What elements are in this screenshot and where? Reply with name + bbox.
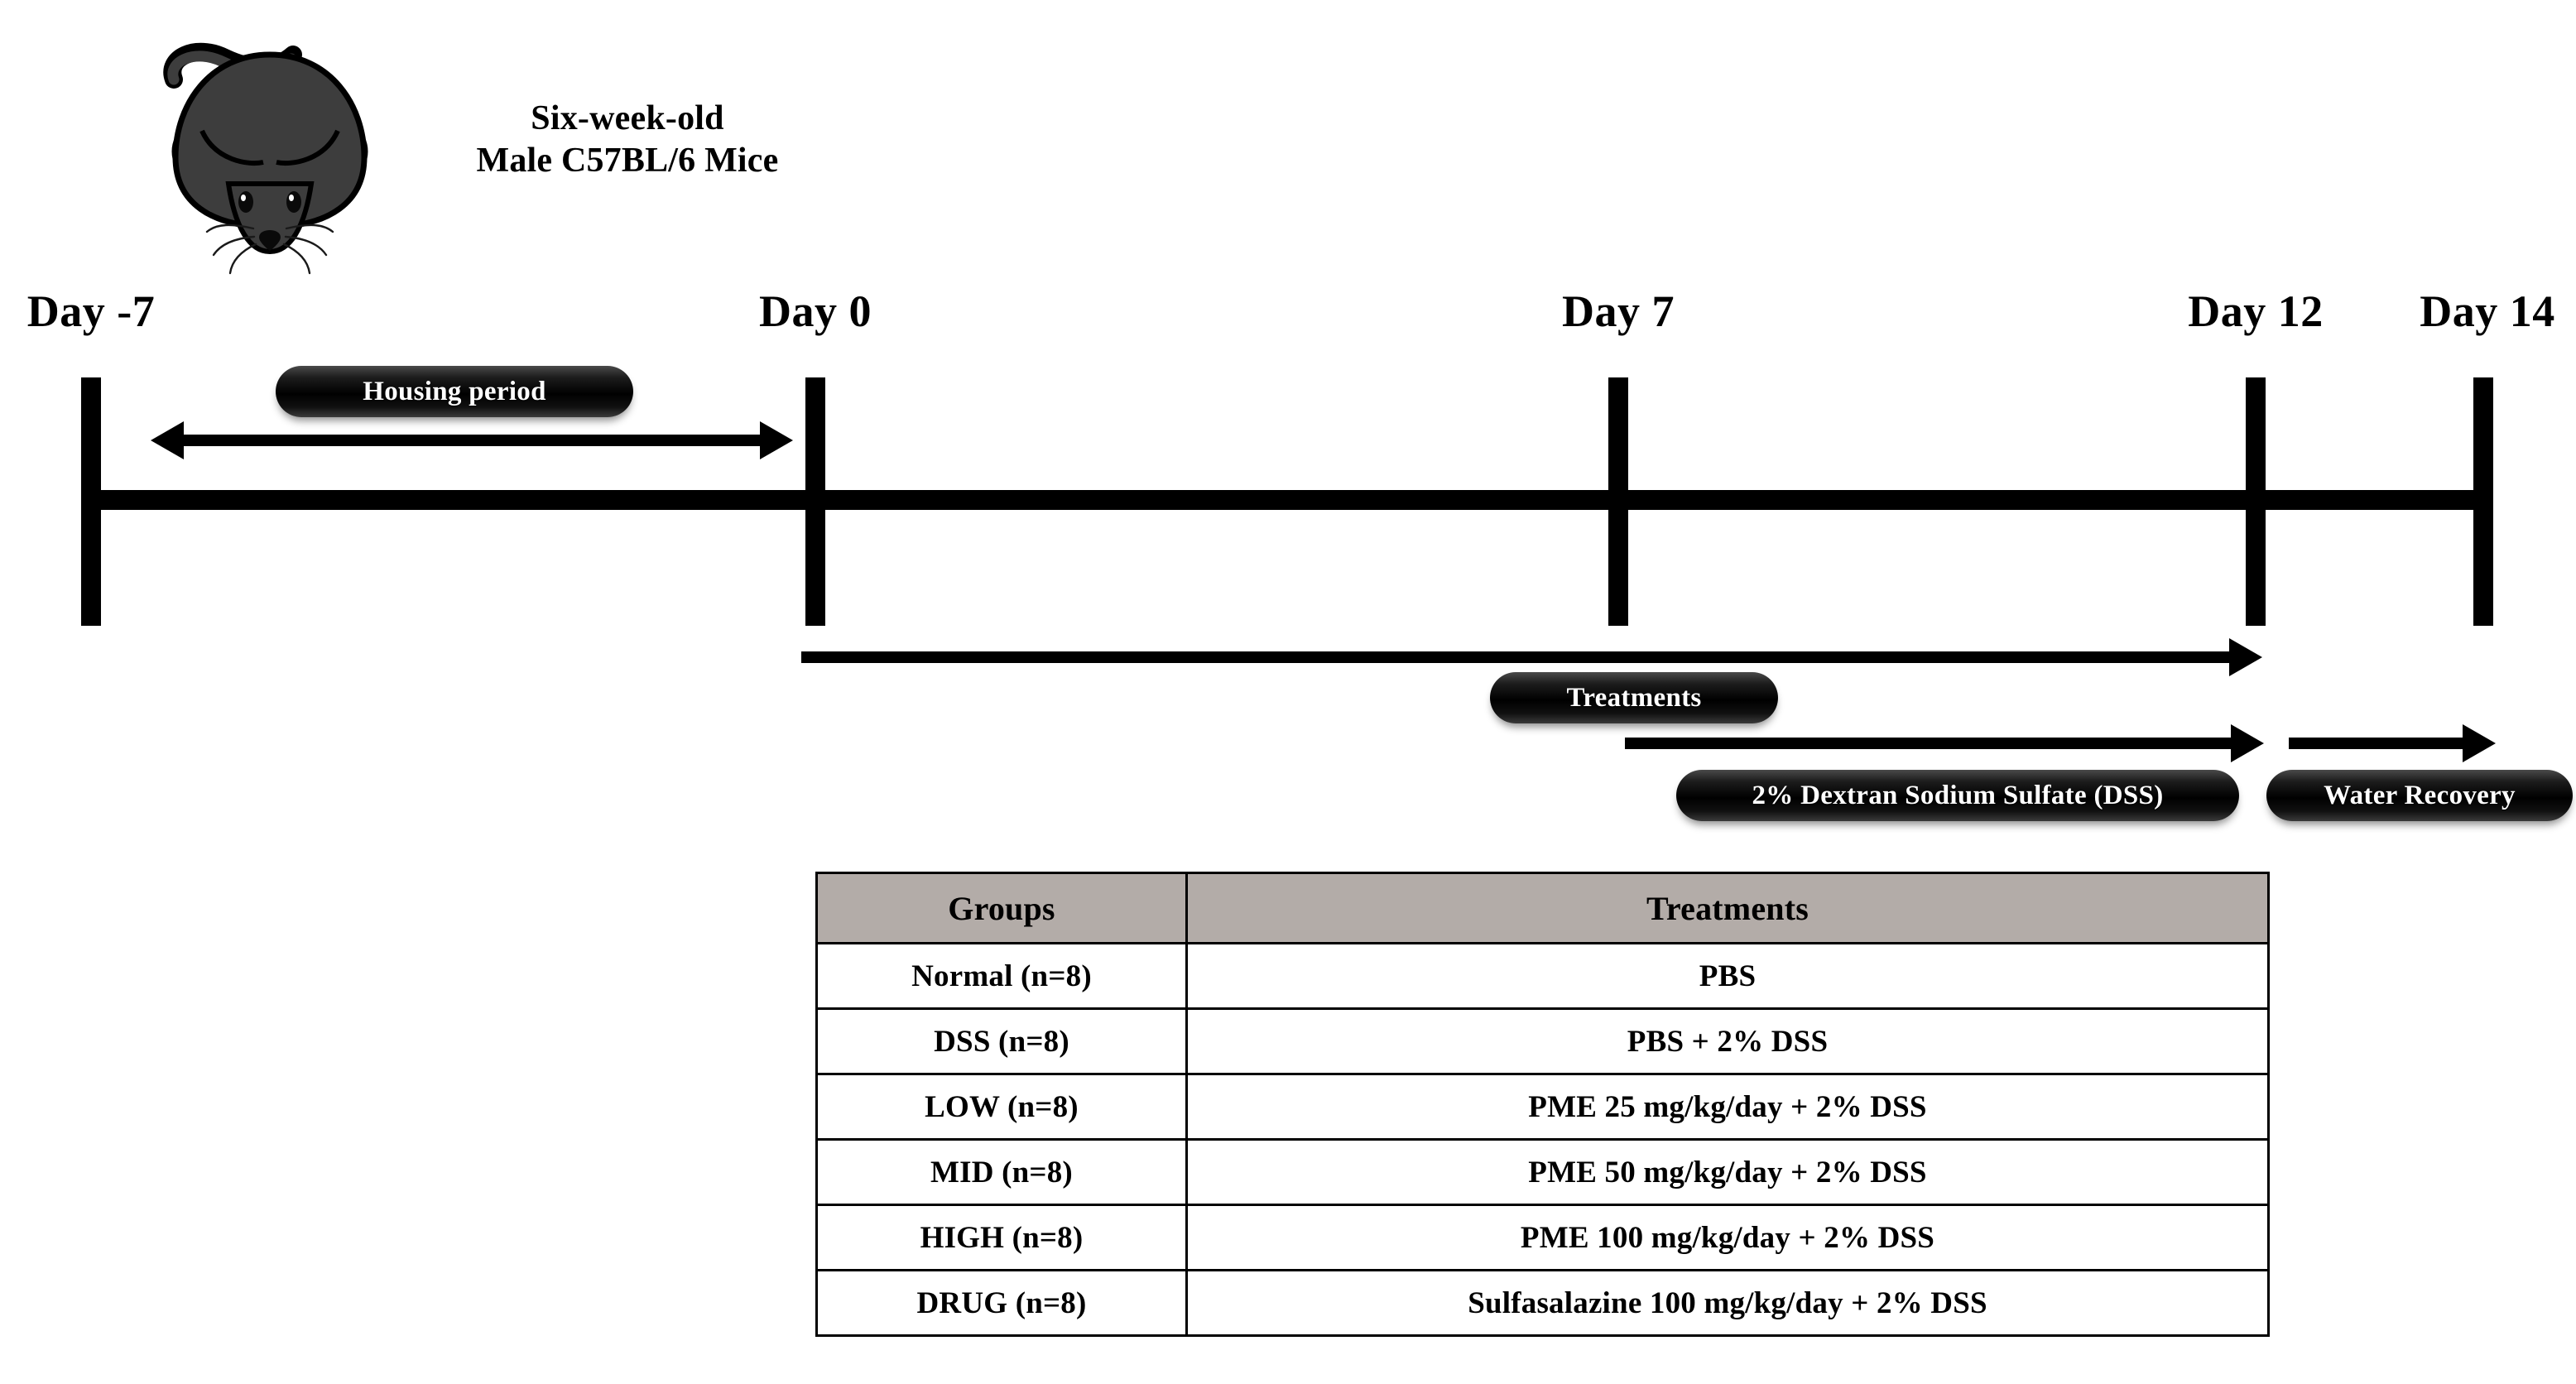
table-row: DSS (n=8) PBS + 2% DSS — [815, 1007, 2270, 1075]
treatment-cell-low: PME 25 mg/kg/day + 2% DSS — [1185, 1073, 2270, 1141]
table-row: LOW (n=8) PME 25 mg/kg/day + 2% DSS — [815, 1073, 2270, 1141]
day-label-14: Day 14 — [2420, 286, 2555, 336]
treatment-cell-mid: PME 50 mg/kg/day + 2% DSS — [1185, 1138, 2270, 1206]
table-header-row: Groups Treatments — [815, 872, 2270, 944]
animal-caption-line1: Six-week-old — [531, 99, 724, 137]
treatment-cell-drug: Sulfasalazine 100 mg/kg/day + 2% DSS — [1185, 1269, 2270, 1337]
treatment-cell-normal: PBS — [1185, 942, 2270, 1010]
phase-pill-treatments: Treatments — [1490, 672, 1778, 723]
phase-pill-water-recovery: Water Recovery — [2266, 770, 2573, 821]
treatment-cell-high: PME 100 mg/kg/day + 2% DSS — [1185, 1204, 2270, 1271]
dss-arrow-line — [1625, 738, 2232, 749]
treatments-arrowhead — [2229, 638, 2262, 676]
phase-pill-housing-period: Housing period — [276, 366, 633, 417]
animal-caption-line2: Male C57BL/6 Mice — [476, 142, 779, 180]
timeline-tick-0 — [805, 377, 825, 626]
phase-pill-treatments-label: Treatments — [1566, 682, 1702, 713]
water-recovery-arrowhead — [2463, 724, 2496, 762]
phase-pill-housing-period-label: Housing period — [363, 376, 546, 406]
housing-arrowhead-left — [151, 421, 184, 459]
table-row: HIGH (n=8) PME 100 mg/kg/day + 2% DSS — [815, 1204, 2270, 1271]
group-cell-normal: Normal (n=8) — [815, 942, 1188, 1010]
group-cell-dss: DSS (n=8) — [815, 1007, 1188, 1075]
treatments-arrow-line — [801, 651, 2231, 663]
housing-arrow-line — [180, 435, 760, 446]
table-row: Normal (n=8) PBS — [815, 942, 2270, 1010]
dss-arrowhead — [2231, 724, 2264, 762]
timeline-tick-14 — [2473, 377, 2493, 626]
group-cell-drug: DRUG (n=8) — [815, 1269, 1188, 1337]
phase-pill-water-recovery-label: Water Recovery — [2324, 780, 2516, 810]
day-label-7: Day 7 — [1562, 286, 1675, 336]
group-cell-low: LOW (n=8) — [815, 1073, 1188, 1141]
timeline-tick-7 — [1608, 377, 1628, 626]
groups-treatments-table: Groups Treatments Normal (n=8) PBS DSS (… — [815, 872, 2270, 1337]
water-recovery-arrow-line — [2289, 738, 2464, 749]
day-label-0: Day 0 — [759, 286, 872, 336]
table-row: DRUG (n=8) Sulfasalazine 100 mg/kg/day +… — [815, 1269, 2270, 1337]
timeline-tick-minus7 — [81, 377, 101, 626]
group-cell-high: HIGH (n=8) — [815, 1204, 1188, 1271]
housing-arrowhead-right — [760, 421, 793, 459]
timeline-axis — [91, 490, 2492, 510]
table-row: MID (n=8) PME 50 mg/kg/day + 2% DSS — [815, 1138, 2270, 1206]
table-header-groups: Groups — [815, 872, 1188, 944]
group-cell-mid: MID (n=8) — [815, 1138, 1188, 1206]
animal-caption: Six-week-old Male C57BL/6 Mice — [454, 98, 801, 182]
day-label-minus7: Day -7 — [26, 286, 156, 336]
table-header-treatments: Treatments — [1185, 872, 2270, 944]
treatment-cell-dss: PBS + 2% DSS — [1185, 1007, 2270, 1075]
phase-pill-dss: 2% Dextran Sodium Sulfate (DSS) — [1676, 770, 2239, 821]
phase-pill-dss-label: 2% Dextran Sodium Sulfate (DSS) — [1752, 780, 2164, 810]
mouse-icon — [116, 7, 397, 280]
timeline-tick-12 — [2246, 377, 2266, 626]
day-label-12: Day 12 — [2188, 286, 2324, 336]
